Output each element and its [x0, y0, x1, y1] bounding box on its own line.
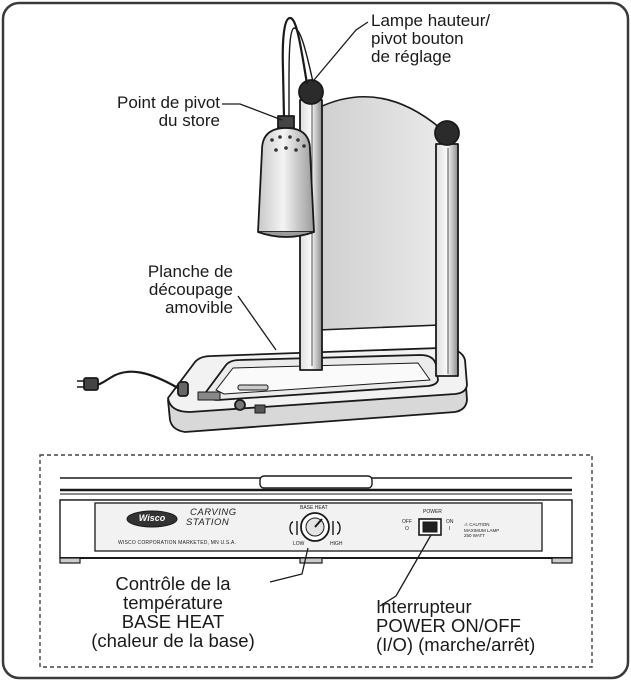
- lamp-cap: [277, 115, 295, 129]
- base-power-knob: [177, 381, 189, 397]
- off-label: OFF O: [402, 519, 412, 532]
- right-post: [435, 143, 459, 377]
- base-handle: [237, 384, 269, 391]
- lamp-vents: [270, 135, 306, 152]
- maker-line: WISCO CORPORATION MARKETED, MN U.S.A.: [118, 540, 237, 546]
- foot-right: [551, 557, 573, 564]
- lamp-shade: [257, 127, 315, 233]
- top-leader-lines: [222, 21, 369, 351]
- left-post-knob: [298, 79, 324, 105]
- caution-label: ⚠ CAUTION MAXIMUM LAMP 250 WATT: [464, 522, 500, 538]
- temp-leader: [269, 547, 309, 583]
- base-switch: [254, 404, 266, 414]
- dial-low-label: LOW: [293, 541, 305, 547]
- callout-lamp-height: Lampe hauteur/ pivot bouton de réglage: [371, 11, 491, 66]
- sneeze-guard: [317, 96, 441, 331]
- power-leader: [379, 534, 432, 607]
- dial-title: BASE HEAT: [300, 505, 328, 511]
- detail-box: [39, 454, 593, 668]
- brand-oval: [126, 510, 178, 528]
- foot-left: [59, 557, 81, 564]
- foot-mid: [299, 557, 323, 564]
- cutting-board-inner: [215, 362, 431, 395]
- panel-handle-slot: [259, 475, 373, 489]
- station-title: CARVING STATION: [186, 507, 237, 528]
- power-plug: [83, 377, 99, 391]
- power-switch[interactable]: [422, 521, 438, 533]
- base-front-label: [197, 391, 221, 401]
- callout-temp-control: Contrôle de la température BASE HEAT (ch…: [91, 573, 255, 651]
- plug-prongs: [77, 380, 84, 388]
- lamp-arm: [281, 16, 309, 119]
- on-label: ON I: [446, 519, 454, 532]
- callout-cutting-board: Planche de découpage amovible: [147, 262, 233, 317]
- front-panel-detail: [59, 475, 573, 607]
- brand-logo-text: Wisco: [138, 513, 166, 523]
- callout-power-switch: Interrupteur POWER ON/OFF (I/O) (marche/…: [376, 596, 536, 655]
- base-dial: [234, 399, 246, 411]
- callout-pivot-point: Point de pivot du store: [116, 93, 220, 130]
- right-post-knob: [434, 120, 460, 146]
- power-title: POWER: [423, 509, 442, 515]
- dial-high-label: HIGH: [330, 541, 343, 547]
- carving-station-illustration: [77, 16, 468, 433]
